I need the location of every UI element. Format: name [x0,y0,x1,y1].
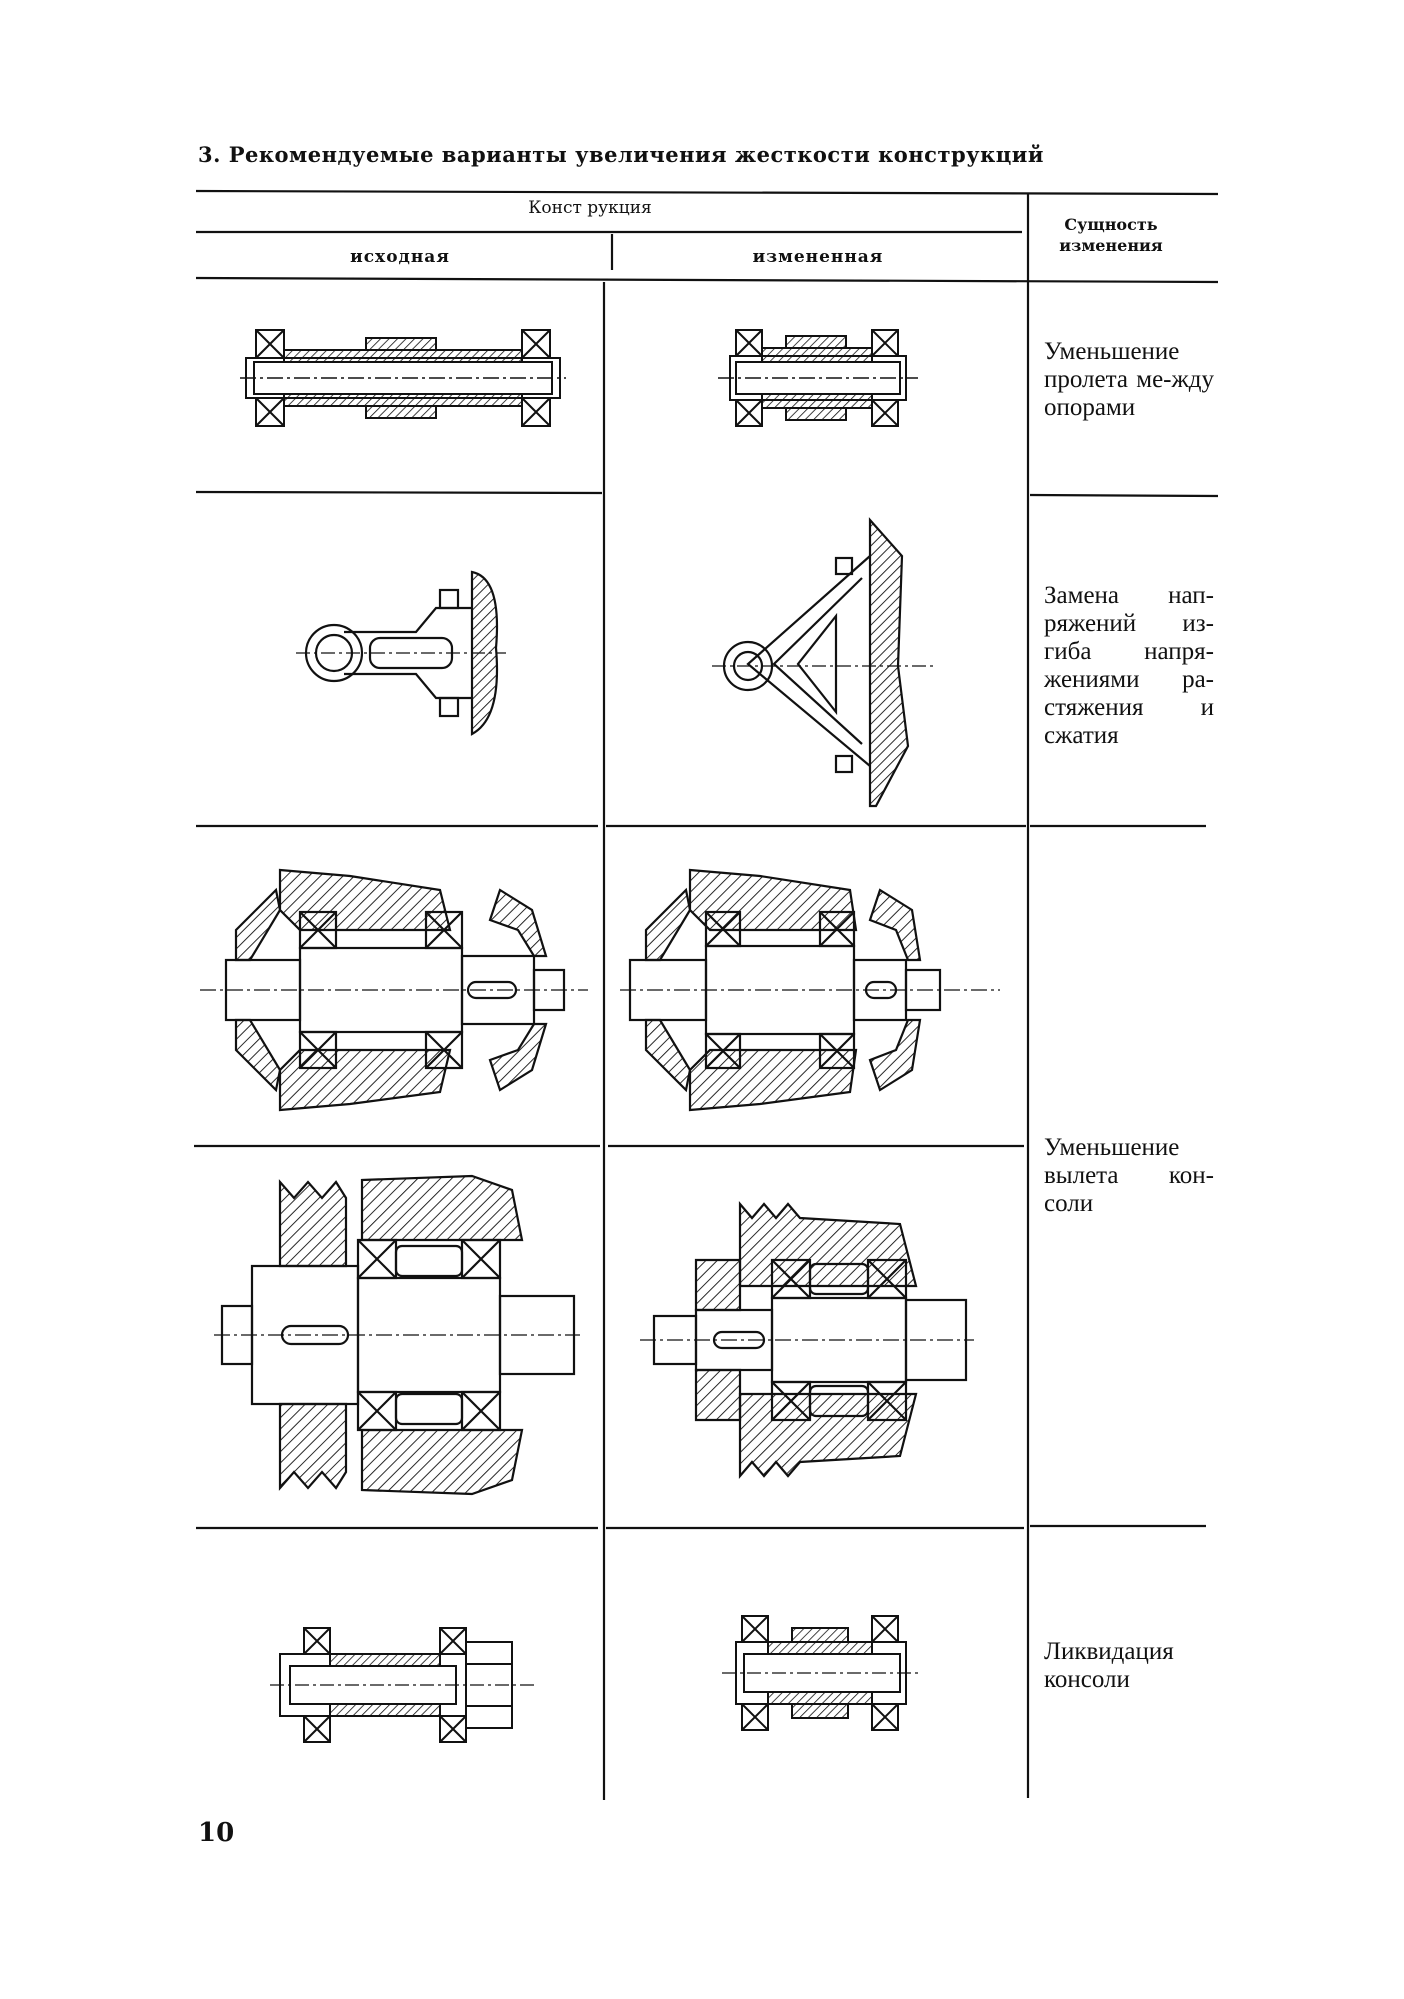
header-essence: Сущность изменения [1059,215,1163,255]
drawing-pulley-overhang-original [214,1174,580,1496]
row-2-essence: Замена нап-ряжений из-гиба напря-жениями… [1044,582,1214,749]
header-modified: измененная [752,247,884,267]
row-1-essence: Уменьшение пролета ме-жду опорами [1044,338,1214,421]
header-construction: Конст рукция [528,198,652,218]
drawing-shaft-short-span [718,329,918,427]
table-title: 3. Рекомендуемые варианты увеличения жес… [198,142,1044,167]
drawing-gear-overhang-modified [620,868,1000,1112]
drawing-cantilever-bracket [296,570,506,736]
drawing-shaft-long-span [240,329,566,427]
header-original: исходная [350,247,450,267]
row-3-essence: Уменьшение вылета кон-соли [1044,1134,1214,1217]
drawing-shaft-consol-original [270,1627,538,1743]
drawing-shaft-consol-modified [722,1615,918,1731]
drawing-truss-bracket [712,517,934,808]
drawing-pulley-overhang-modified [640,1201,974,1479]
row-4-essence: Ликвидация консоли [1044,1638,1174,1693]
drawing-gear-overhang-original [200,868,588,1112]
page-number: 10 [198,1818,235,1848]
